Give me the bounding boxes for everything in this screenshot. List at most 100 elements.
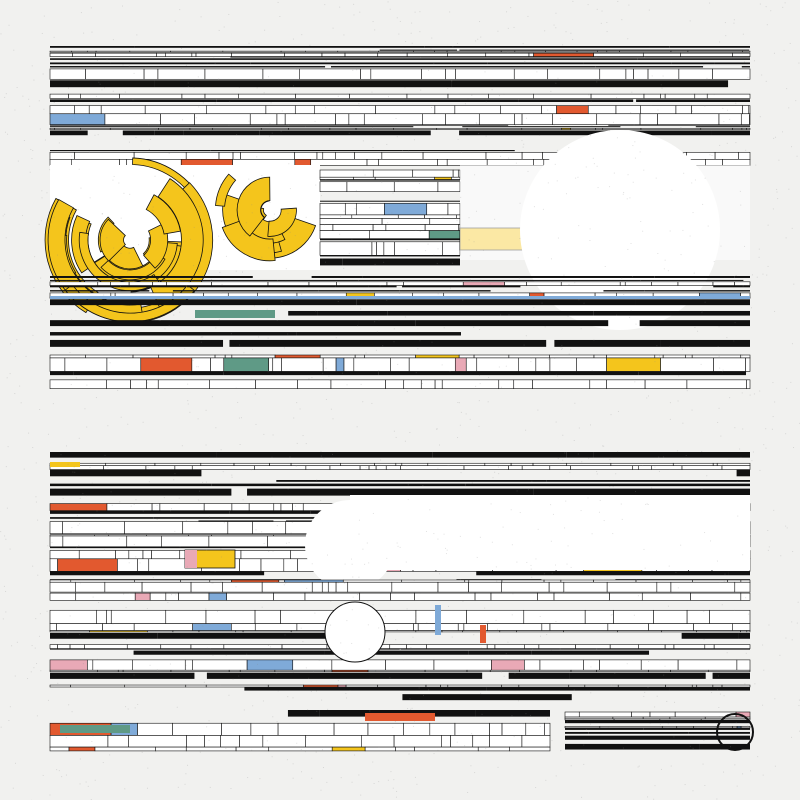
cell <box>583 659 600 671</box>
grain-dot <box>205 608 207 610</box>
cell <box>484 462 512 467</box>
stripe <box>320 179 460 181</box>
cell <box>675 105 692 115</box>
grain-dot <box>555 12 557 14</box>
cell <box>670 50 689 53</box>
grain-dot <box>750 770 752 772</box>
grain-dot <box>356 426 358 428</box>
grain-dot <box>733 22 735 24</box>
cell <box>631 711 651 718</box>
grain-dot <box>74 582 76 584</box>
cell <box>49 623 57 631</box>
grain-dot <box>264 29 266 31</box>
cell <box>466 669 491 673</box>
grain-dot <box>86 228 88 230</box>
cell <box>383 241 395 256</box>
cell <box>294 159 312 166</box>
stripe <box>50 150 211 152</box>
grain-dot <box>255 423 257 425</box>
grain-dot <box>702 763 704 765</box>
cell <box>107 735 129 748</box>
cell <box>694 93 708 99</box>
grain-dot <box>513 736 515 738</box>
grain-dot <box>767 265 769 267</box>
grain-dot <box>197 499 199 501</box>
grain-dot <box>689 235 691 237</box>
grain-dot <box>105 532 107 534</box>
grain-dot <box>211 278 213 280</box>
grain-dot <box>771 428 773 430</box>
grain-dot <box>387 222 389 224</box>
grain-dot <box>268 135 270 137</box>
grain-dot <box>632 659 634 661</box>
grain-dot <box>557 237 559 239</box>
stripe <box>288 124 509 126</box>
grain-dot <box>269 122 271 124</box>
grain-dot <box>539 616 541 618</box>
stripe <box>387 310 594 316</box>
cell <box>693 623 733 631</box>
grain-dot <box>683 172 685 174</box>
grain-dot <box>471 482 473 484</box>
cell <box>185 684 207 688</box>
stripe <box>320 258 343 266</box>
grain-dot <box>293 85 295 87</box>
grain-dot <box>171 508 173 510</box>
grain-dot <box>219 316 221 318</box>
grain-dot <box>682 152 684 154</box>
grain-dot <box>33 287 35 289</box>
cell <box>436 127 468 130</box>
grain-dot <box>537 257 539 259</box>
grain-dot <box>692 790 694 792</box>
grain-dot <box>323 669 325 671</box>
grain-dot <box>222 471 224 473</box>
stripe <box>230 56 421 58</box>
grain-dot <box>603 579 605 581</box>
grain-dot <box>511 614 513 616</box>
cell <box>144 105 207 115</box>
cell <box>660 357 714 372</box>
cell <box>376 241 385 256</box>
cell <box>477 746 510 752</box>
grain-dot <box>248 315 250 317</box>
grain-dot <box>511 715 513 717</box>
grain-dot <box>305 216 307 218</box>
grain-dot <box>295 465 297 467</box>
grain-dot <box>425 250 427 252</box>
grain-dot <box>321 361 323 363</box>
grain-dot <box>692 747 694 749</box>
grain-dot <box>128 65 130 67</box>
grain-dot <box>701 310 703 312</box>
grain-dot <box>479 536 481 538</box>
cell <box>426 644 488 649</box>
grain-dot <box>72 471 74 473</box>
grain-dot <box>10 343 12 345</box>
cell <box>442 241 461 256</box>
grain-dot <box>451 80 453 82</box>
cell <box>447 203 461 216</box>
grain-dot <box>214 570 216 572</box>
grain-dot <box>76 592 78 594</box>
grain-dot <box>354 208 356 210</box>
cell <box>408 357 456 372</box>
grain-dot <box>42 774 44 776</box>
grain-dot <box>212 582 214 584</box>
grain-dot <box>785 433 787 435</box>
grain-dot <box>449 287 451 289</box>
grain-dot <box>267 337 269 339</box>
grain-dot <box>700 363 702 365</box>
grain-dot <box>85 781 87 783</box>
cell <box>70 579 135 583</box>
grain-dot <box>582 719 584 721</box>
grain-dot <box>759 390 761 392</box>
cell <box>185 746 237 752</box>
cell <box>676 726 694 729</box>
yellow-arc <box>64 284 196 323</box>
grain-dot <box>729 746 731 748</box>
grain-dot <box>102 222 104 224</box>
grain-dot <box>149 664 151 666</box>
grain-dot <box>723 121 725 123</box>
grain-dot <box>337 582 339 584</box>
stripe <box>50 339 224 347</box>
grain-dot <box>413 580 415 582</box>
